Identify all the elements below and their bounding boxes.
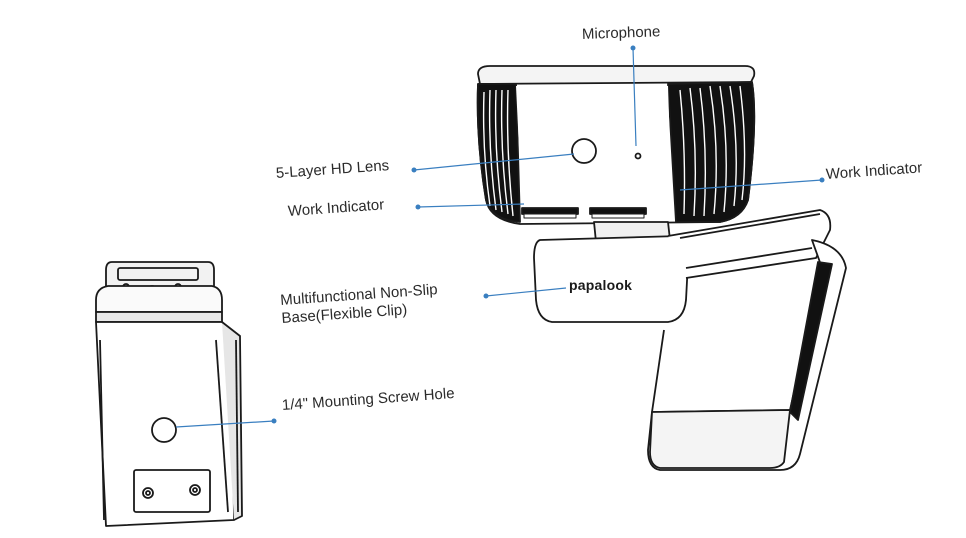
- webcam-front-view: [476, 65, 847, 471]
- webcam-back-view: [95, 261, 243, 527]
- microphone-label: Microphone: [581, 23, 661, 43]
- brand-logo: papalook: [569, 277, 633, 293]
- callout-lines: [175, 45, 825, 428]
